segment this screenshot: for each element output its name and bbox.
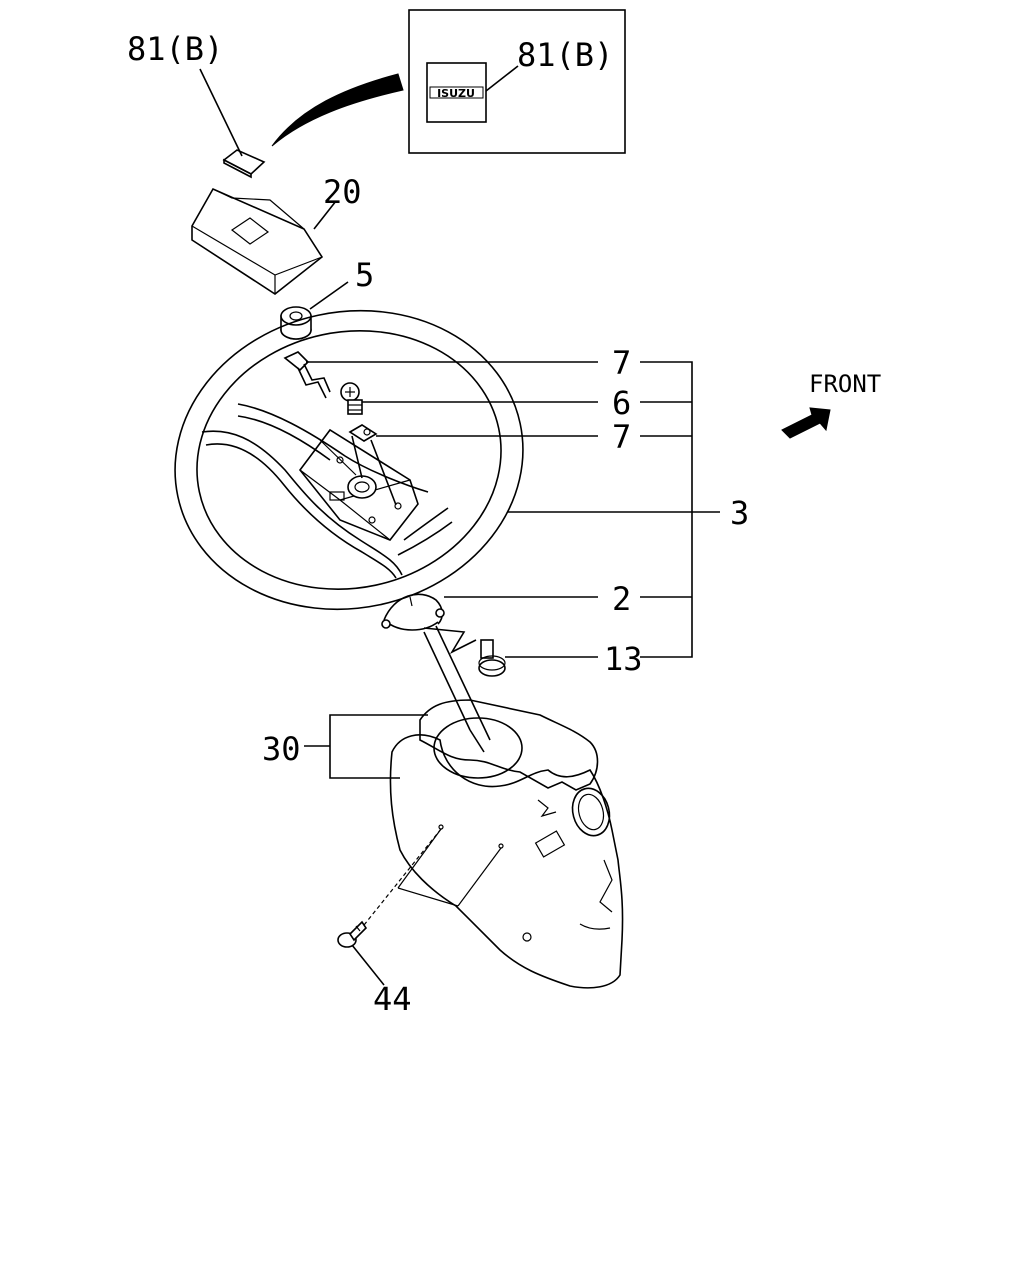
callout-13: 13 xyxy=(604,640,643,678)
part-44-screw xyxy=(337,920,385,986)
callout-3: 3 xyxy=(730,494,749,532)
front-arrow-icon xyxy=(781,407,831,439)
callout-2: 2 xyxy=(612,580,631,618)
assembly-bracket-3 xyxy=(640,361,693,658)
steering-wheel xyxy=(174,309,720,611)
steering-column-shaft xyxy=(423,625,491,753)
part-7-upper-clip xyxy=(283,351,598,399)
isuzu-logo-text: ISUZU xyxy=(437,87,475,100)
callout-81b-emblem: 81(B) xyxy=(127,30,223,68)
callout-81b-inset: 81(B) xyxy=(517,36,613,74)
horn-pad xyxy=(191,187,337,295)
front-direction-label: FRONT xyxy=(809,370,881,398)
part-13-bolt xyxy=(423,627,598,677)
emblem-part xyxy=(199,68,266,179)
column-cover xyxy=(304,699,624,989)
inset-pointer-arrow xyxy=(271,73,404,147)
callout-7-upper: 7 xyxy=(612,344,631,382)
callout-6: 6 xyxy=(612,384,631,422)
callout-7-lower: 7 xyxy=(612,418,631,456)
callout-44: 44 xyxy=(373,980,412,1018)
isuzu-emblem xyxy=(426,62,487,123)
callout-5: 5 xyxy=(355,256,374,294)
callout-30: 30 xyxy=(262,730,301,768)
part-2-ring xyxy=(381,593,598,631)
part-5-ring xyxy=(280,281,349,340)
callout-20-horn-pad: 20 xyxy=(323,173,362,211)
part-6-screw xyxy=(340,382,598,415)
emblem-detail-inset: ISUZU xyxy=(408,9,626,154)
part-7-lower-clip xyxy=(348,424,598,506)
